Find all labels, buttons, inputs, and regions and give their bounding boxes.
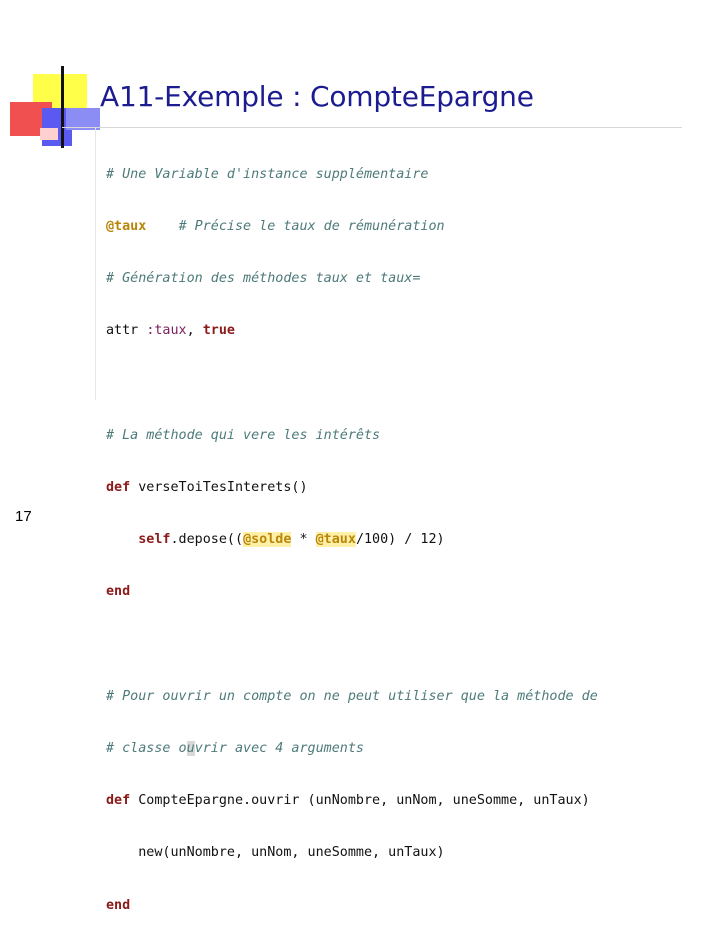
code-text: , <box>186 323 203 339</box>
code-keyword: def <box>106 793 131 809</box>
code-comment: # Précise le taux de rémunération <box>178 219 445 235</box>
code-text: new(unNombre, unNom, uneSomme, unTaux) <box>106 845 445 861</box>
code-text: verseToiTesInterets() <box>130 480 308 496</box>
code-comment: # classe o <box>106 741 187 757</box>
code-line-12: # classe ouvrir avec 4 arguments <box>106 740 598 757</box>
code-line-3: # Génération des méthodes taux et taux= <box>106 270 598 287</box>
code-line-9: end <box>106 583 598 600</box>
code-line-7: def verseToiTesInterets() <box>106 479 598 496</box>
logo-pink-square <box>40 128 58 140</box>
code-line-2: @taux # Précise le taux de rémunération <box>106 218 598 235</box>
code-comment: vrir avec 4 arguments <box>194 741 364 757</box>
code-keyword: def <box>106 480 131 496</box>
code-space <box>146 219 178 234</box>
code-keyword: end <box>106 584 131 600</box>
code-line-15: end <box>106 897 598 914</box>
text-cursor: u <box>186 741 195 757</box>
logo-light-blue-square <box>66 108 100 130</box>
code-text: CompteEpargne.ouvrir (unNombre, unNom, u… <box>130 793 590 809</box>
code-gutter-line <box>95 128 96 400</box>
code-text: attr <box>106 323 147 339</box>
code-line-14: new(unNombre, unNom, uneSomme, unTaux) <box>106 844 598 861</box>
title-underline <box>62 127 682 128</box>
code-comment: # La méthode qui vere les intérêts <box>106 427 381 443</box>
code-line-10 <box>106 636 598 653</box>
page-number: 17 <box>15 508 32 525</box>
code-symbol: :taux <box>146 323 187 339</box>
code-line-1: # Une Variable d'instance supplémentaire <box>106 166 598 183</box>
code-line-4: attr :taux, true <box>106 322 598 339</box>
code-line-11: # Pour ouvrir un compte on ne peut utili… <box>106 688 598 705</box>
code-line-13: def CompteEpargne.ouvrir (unNombre, unNo… <box>106 792 598 809</box>
code-line-5 <box>106 375 598 392</box>
code-comment: # Pour ouvrir un compte on ne peut utili… <box>106 688 598 704</box>
code-keyword: true <box>202 323 235 339</box>
code-keyword: end <box>106 897 131 913</box>
code-instance-variable: @taux <box>106 219 147 235</box>
code-comment: # Une Variable d'instance supplémentaire <box>106 166 429 182</box>
slide-title: A11-Exemple : CompteEpargne <box>100 80 534 113</box>
code-comment: # Génération des méthodes taux et taux= <box>106 271 421 287</box>
logo-vertical-line <box>61 66 64 148</box>
code-line-6: # La méthode qui vere les intérêts <box>106 427 598 444</box>
code-block: # Une Variable d'instance supplémentaire… <box>106 131 598 931</box>
